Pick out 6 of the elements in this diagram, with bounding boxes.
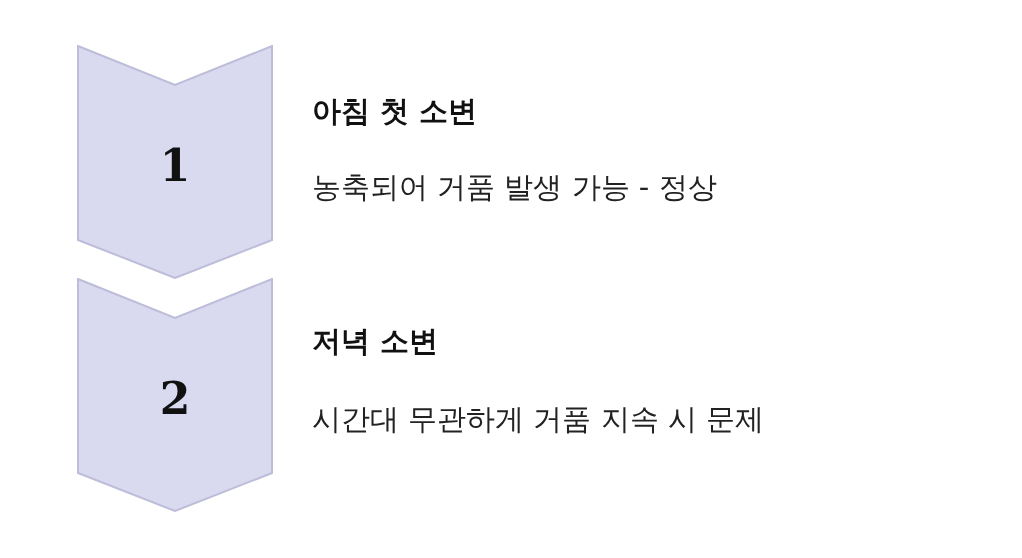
step-number: 2	[159, 374, 191, 424]
step-heading: 아침 첫 소변	[312, 93, 478, 130]
step-heading: 저녁 소변	[312, 323, 439, 360]
step-description: 농축되어 거품 발생 가능 - 정상	[312, 169, 717, 206]
step-description: 시간대 무관하게 거품 지속 시 문제	[312, 401, 765, 438]
step-number: 1	[159, 141, 191, 191]
